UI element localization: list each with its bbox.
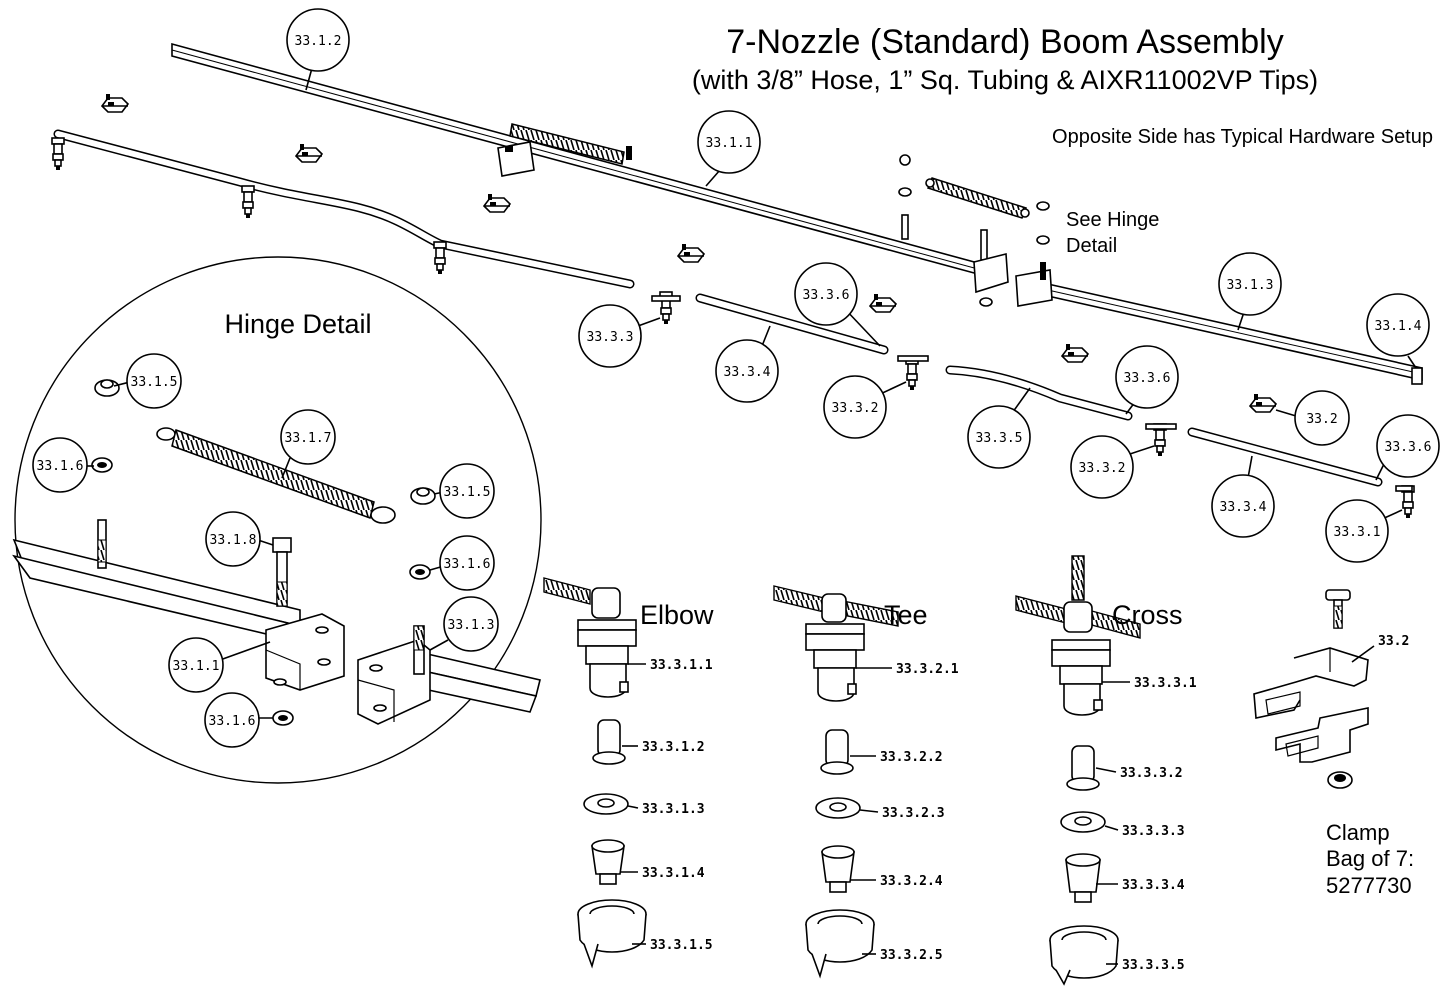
svg-text:33.3.2: 33.3.2 (1079, 461, 1126, 476)
svg-text:33.1.6: 33.1.6 (37, 459, 84, 474)
svg-text:33.3.1.1: 33.3.1.1 (650, 658, 713, 673)
cross-title: Cross (1112, 600, 1183, 630)
svg-text:33.3.2: 33.3.2 (832, 401, 879, 416)
callout-33-3-6-c: 33.3.6 (1375, 414, 1440, 481)
callout-hinge-33-1-3: 33.1.3 (429, 596, 499, 652)
svg-text:33.1.6: 33.1.6 (209, 714, 256, 729)
clamp-note-2: Bag of 7: (1326, 846, 1414, 871)
hinge-hardware (898, 154, 1053, 307)
callout-33-3-2-b: 33.3.2 (1070, 435, 1155, 499)
loose-spring (925, 177, 1030, 219)
callout-hinge-33-1-5-a: 33.1.5 (113, 353, 182, 409)
svg-text:33.3.6: 33.3.6 (1385, 440, 1432, 455)
svg-text:33.3.6: 33.3.6 (803, 288, 850, 303)
callout-33-3-3: 33.3.3 (578, 304, 661, 368)
svg-text:33.3.3.2: 33.3.3.2 (1120, 766, 1183, 781)
hinge-detail-title: Hinge Detail (224, 309, 371, 339)
svg-text:33.3.1.5: 33.3.1.5 (650, 938, 713, 953)
exploded-spray-line (651, 291, 1415, 519)
hinge-detail: Hinge Detail (12, 256, 542, 784)
svg-text:33.1.2: 33.1.2 (295, 34, 342, 49)
svg-text:33.3.3.4: 33.3.3.4 (1122, 878, 1185, 893)
see-hinge-note-2: Detail (1066, 235, 1117, 257)
clamp-part-label: 33.2 (1378, 634, 1409, 649)
svg-text:33.3.4: 33.3.4 (724, 365, 771, 380)
callout-33-3-4-b: 33.3.4 (1211, 455, 1275, 538)
svg-text:33.3.2.1: 33.3.2.1 (896, 662, 959, 677)
svg-text:33.3.1.3: 33.3.1.3 (642, 802, 705, 817)
opposite-side-note: Opposite Side has Typical Hardware Setup (1052, 126, 1433, 148)
svg-text:33.1.5: 33.1.5 (444, 485, 491, 500)
callout-33-2: 33.2 (1275, 390, 1350, 446)
clamp-note-1: Clamp (1326, 820, 1390, 845)
svg-text:33.3.4: 33.3.4 (1220, 500, 1267, 515)
clamp-note-3: 5277730 (1326, 873, 1412, 898)
svg-text:33.3.5: 33.3.5 (976, 431, 1023, 446)
svg-text:33.3.1: 33.3.1 (1334, 525, 1381, 540)
callout-hinge-33-1-1: 33.1.1 (168, 637, 271, 693)
elbow-stack: Elbow 33.3.1.1 33.3.1.2 33.3.1.3 33.3.1.… (543, 577, 714, 969)
svg-text:33.3.3.3: 33.3.3.3 (1122, 824, 1185, 839)
callout-33-3-2-a: 33.3.2 (823, 375, 907, 439)
title-line-1: 7-Nozzle (Standard) Boom Assembly (726, 23, 1283, 61)
svg-text:33.1.4: 33.1.4 (1375, 319, 1422, 334)
svg-text:33.1.1: 33.1.1 (706, 136, 753, 151)
callout-33-1-3: 33.1.3 (1218, 252, 1282, 331)
clamp-detail: 33.2 Clamp Bag of 7: 5277730 (1253, 589, 1414, 898)
callout-33-3-6-b: 33.3.6 (1115, 345, 1179, 415)
callout-hinge-33-1-7: 33.1.7 (280, 409, 336, 479)
svg-text:33.3.3.5: 33.3.3.5 (1122, 958, 1185, 973)
title-line-2: (with 3/8” Hose, 1” Sq. Tubing & AIXR110… (692, 65, 1318, 95)
callout-33-3-6-a: 33.3.6 (794, 262, 881, 347)
svg-text:33.1.3: 33.1.3 (448, 618, 495, 633)
svg-text:33.1.3: 33.1.3 (1227, 278, 1274, 293)
tee-stack: Tee 33.3.2.1 33.3.2.2 33.3.2.3 33.3.2.4 … (773, 585, 959, 979)
svg-text:33.3.6: 33.3.6 (1124, 371, 1171, 386)
callout-hinge-33-1-6-a: 33.1.6 (32, 437, 94, 493)
svg-text:33.1.1: 33.1.1 (173, 659, 220, 674)
callout-hinge-33-1-6-b: 33.1.6 (429, 535, 495, 591)
svg-text:33.3.3: 33.3.3 (587, 330, 634, 345)
callout-hinge-33-1-5-b: 33.1.5 (433, 463, 495, 519)
svg-text:33.3.2.2: 33.3.2.2 (880, 750, 943, 765)
svg-text:33.1.6: 33.1.6 (444, 557, 491, 572)
svg-text:33.3.2.3: 33.3.2.3 (882, 806, 945, 821)
svg-text:33.3.2.5: 33.3.2.5 (880, 948, 943, 963)
svg-text:33.3.2.4: 33.3.2.4 (880, 874, 943, 889)
callout-hinge-33-1-8: 33.1.8 (205, 511, 274, 567)
svg-text:33.2: 33.2 (1306, 412, 1337, 427)
callout-33-1-4: 33.1.4 (1366, 293, 1430, 369)
callout-33-3-1: 33.3.1 (1325, 499, 1403, 563)
svg-text:33.3.1.4: 33.3.1.4 (642, 866, 705, 881)
tee-title: Tee (884, 600, 928, 630)
elbow-title: Elbow (640, 600, 714, 630)
svg-text:33.1.8: 33.1.8 (210, 533, 257, 548)
rear-spray-line (51, 129, 635, 289)
svg-text:33.1.5: 33.1.5 (131, 375, 178, 390)
callout-33-3-4-a: 33.3.4 (715, 325, 779, 403)
cross-stack: Cross 33.3.3.1 33.3.3.2 33.3.3.3 33.3.3.… (1015, 555, 1197, 986)
callout-33-1-2: 33.1.2 (286, 8, 350, 91)
boom-hinge-bracket (497, 141, 632, 177)
callout-33-3-5: 33.3.5 (967, 387, 1031, 469)
svg-text:33.3.1.2: 33.3.1.2 (642, 740, 705, 755)
boom-spring (509, 123, 625, 165)
callout-hinge-33-1-6-c: 33.1.6 (204, 692, 273, 748)
callout-33-1-1: 33.1.1 (697, 110, 761, 187)
see-hinge-note-1: See Hinge (1066, 209, 1159, 231)
svg-text:33.1.7: 33.1.7 (285, 431, 332, 446)
svg-text:33.3.3.1: 33.3.3.1 (1134, 676, 1197, 691)
